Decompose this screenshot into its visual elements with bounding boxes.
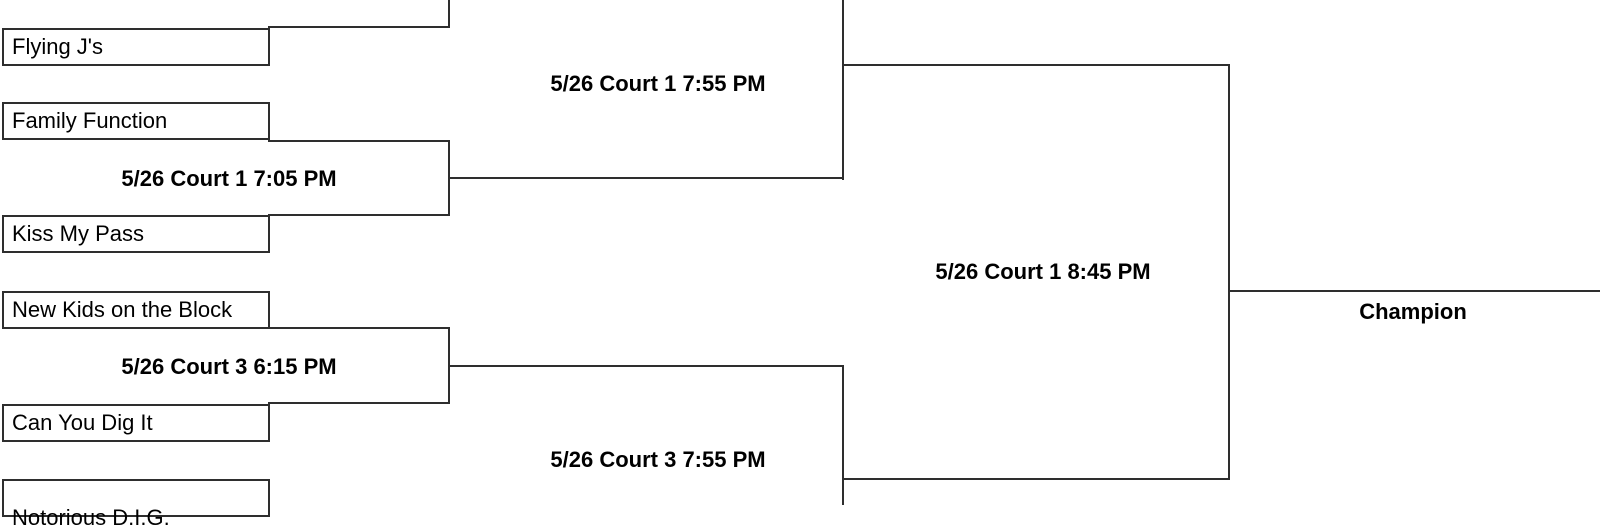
team-name: Notorious D.I.G. <box>12 505 170 530</box>
game-schedule-label: 5/26 Court 1 8:45 PM <box>935 259 1151 284</box>
team-slot: New Kids on the Block <box>2 291 270 329</box>
bracket-line <box>842 0 844 180</box>
champion-label: Champion <box>1359 299 1467 324</box>
game-schedule-label: 5/26 Court 3 6:15 PM <box>121 354 337 379</box>
game-schedule-label: 5/26 Court 1 7:05 PM <box>121 166 337 191</box>
bracket-line <box>268 327 450 329</box>
team-name: Flying J's <box>12 34 103 59</box>
team-slot: Can You Dig It <box>2 404 270 442</box>
team-slot: Kiss My Pass <box>2 215 270 253</box>
game-schedule-label: 5/26 Court 1 7:55 PM <box>550 71 766 96</box>
team-slot: Family Function <box>2 102 270 140</box>
bracket-line <box>268 26 450 28</box>
bracket-line <box>842 478 1230 480</box>
team-name: Family Function <box>12 108 168 133</box>
team-name: Can You Dig It <box>12 410 153 435</box>
bracket-line <box>268 214 450 216</box>
bracket-line <box>448 365 844 367</box>
bracket-line <box>448 177 844 179</box>
game-schedule-label: 5/26 Court 3 7:55 PM <box>550 447 766 472</box>
team-slot: Notorious D.I.G. <box>2 479 270 529</box>
team-name: Kiss My Pass <box>12 221 145 246</box>
bracket-line <box>842 365 844 505</box>
bracket-line <box>1228 290 1600 292</box>
bracket-line <box>268 402 450 404</box>
bracket-line <box>1228 64 1230 480</box>
team-slot: Flying J's <box>2 28 270 66</box>
bracket-line <box>268 140 450 142</box>
team-name: New Kids on the Block <box>12 297 233 322</box>
bracket-line <box>842 64 1230 66</box>
bracket-line <box>448 0 450 28</box>
